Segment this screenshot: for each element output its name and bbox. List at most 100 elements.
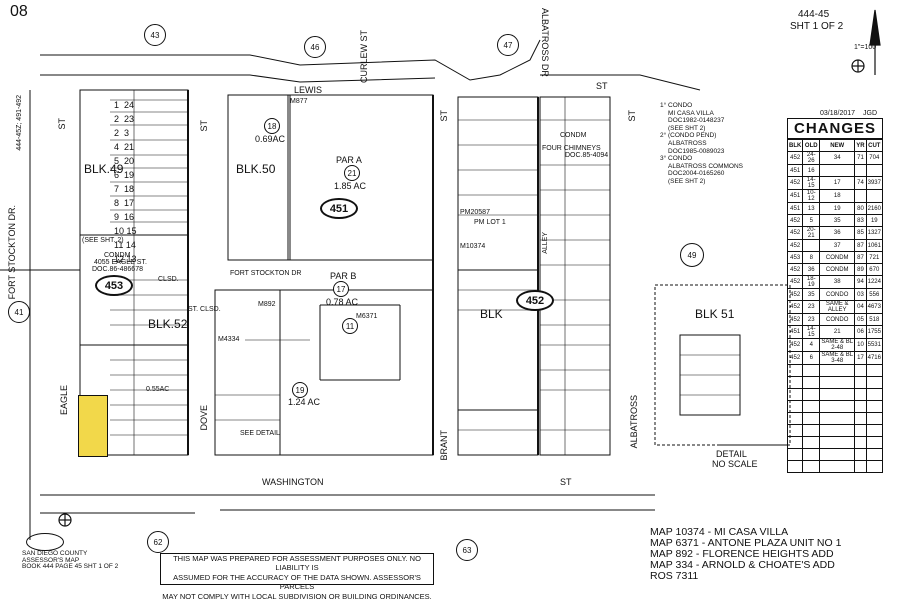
changes-cell xyxy=(819,424,856,437)
par-b-acreage: 0.78 AC xyxy=(326,297,359,307)
block-blk: BLK xyxy=(480,307,503,321)
changes-cell: 16 xyxy=(802,164,821,177)
legend-line: MAP 334 - ARNOLD & CHOATE'S ADD xyxy=(650,559,835,571)
changes-cell xyxy=(786,448,804,461)
footnote-line: 2° (CONDO PEND) xyxy=(660,132,717,140)
changes-cell: CONDO xyxy=(819,288,856,301)
changes-cell: 4716 xyxy=(865,351,884,365)
changes-cell: 452 xyxy=(786,275,804,289)
parcel-21[interactable]: 21 xyxy=(344,165,360,181)
map-number: 08 xyxy=(10,3,28,20)
page-circle-43[interactable]: 43 xyxy=(144,24,166,46)
changes-cell xyxy=(865,460,884,473)
changes-blank-row xyxy=(786,388,884,401)
block-oval-453[interactable]: 453 xyxy=(95,275,133,296)
street-st-clsd: ST. CLSD. xyxy=(188,306,221,313)
changes-cell: 71 xyxy=(854,151,867,165)
changes-cell: 452 xyxy=(786,288,804,301)
footnote-line: 3° CONDO xyxy=(660,155,693,163)
changes-cell xyxy=(786,460,804,473)
changes-cell xyxy=(865,436,884,449)
pm-lot-label: PM LOT 1 xyxy=(474,219,506,226)
changes-cell xyxy=(802,424,821,437)
p11-acreage: 0.55AC xyxy=(146,386,170,393)
changes-cell: 35 xyxy=(819,214,856,227)
changes-cell: 38 xyxy=(819,275,856,289)
parcel-18[interactable]: 18 xyxy=(264,118,280,134)
changes-cell: 87 xyxy=(854,239,867,252)
changes-cell: 8 xyxy=(802,251,821,264)
changes-cell: 17 xyxy=(819,176,856,190)
doc-453-label: DOC.86-486678 xyxy=(92,266,143,273)
assessor-line3: BOOK 444 PAGE 45 SHT 1 OF 2 xyxy=(22,563,119,570)
changes-cell xyxy=(854,424,867,437)
changes-cell xyxy=(786,400,804,413)
changes-cell: 452 xyxy=(786,176,804,190)
changes-cell: 03 xyxy=(854,288,867,301)
legend-line: MAP 6371 - ANTONE PLAZA UNIT NO 1 xyxy=(650,537,842,549)
page-circle-63[interactable]: 63 xyxy=(456,539,478,561)
changes-cell: 19 xyxy=(865,214,884,227)
changes-cell xyxy=(854,376,867,389)
disclaimer-box: THIS MAP WAS PREPARED FOR ASSESSMENT PUR… xyxy=(160,553,434,601)
street-fort-stockton: FORT STOCKTON DR. xyxy=(7,205,17,300)
changes-cell xyxy=(865,424,884,437)
footnote-line: DOC1982-0148237 xyxy=(668,117,725,125)
changes-cell: 6 xyxy=(802,351,821,365)
page-circle-46[interactable]: 46 xyxy=(304,36,326,58)
map-linework xyxy=(0,9,881,540)
detail-label: DETAIL xyxy=(716,449,747,459)
block-49: BLK.49 xyxy=(84,162,124,176)
changes-cell xyxy=(819,448,856,461)
par-a-label: PAR A xyxy=(336,155,362,165)
county-seal-icon xyxy=(26,533,64,551)
pm20587-label: PM20587 xyxy=(460,209,490,216)
highlighted-parcel[interactable] xyxy=(78,395,108,457)
changes-cell xyxy=(819,388,856,401)
changes-cell xyxy=(865,164,884,177)
page-circle-47[interactable]: 47 xyxy=(497,34,519,56)
street-st-bottom: ST xyxy=(560,477,572,487)
parcel-19[interactable]: 19 xyxy=(292,382,308,398)
block-oval-452[interactable]: 452 xyxy=(516,290,554,311)
changes-blank-row xyxy=(786,376,884,389)
changes-header: NEW xyxy=(819,139,856,152)
page-circle-62[interactable]: 62 xyxy=(147,531,169,553)
parcel-11[interactable]: 11 xyxy=(342,318,358,334)
sheet-label: SHT 1 OF 2 xyxy=(790,21,844,32)
changes-cell: CONDM xyxy=(819,263,856,276)
footnote-line: (SEE SHT 2) xyxy=(668,124,706,132)
page-circle-41[interactable]: 41 xyxy=(8,301,30,323)
changes-cell: 85 xyxy=(854,226,867,240)
changes-cell: 18 xyxy=(819,189,856,203)
doc-fc-label: DOC.85-4094 xyxy=(565,152,609,159)
changes-cell xyxy=(865,189,884,203)
page-circle-49[interactable]: 49 xyxy=(680,243,704,267)
changes-cell: 89 xyxy=(854,263,867,276)
assessor-line1: SAN DIEGO COUNTY xyxy=(22,550,88,557)
street-eagle: EAGLE xyxy=(59,385,69,416)
parcel-17[interactable]: 17 xyxy=(333,281,349,297)
footnote-line: MI CASA VILLA xyxy=(668,109,714,117)
street-washington: WASHINGTON xyxy=(262,477,324,487)
changes-cell xyxy=(802,364,821,377)
footnote-line: ALBATROSS xyxy=(668,139,707,147)
changes-cell: 721 xyxy=(865,251,884,264)
legend-line: MAP 892 - FLORENCE HEIGHTS ADD xyxy=(650,548,834,560)
block-oval-451[interactable]: 451 xyxy=(320,198,358,219)
changes-cell xyxy=(786,424,804,437)
changes-blank-row xyxy=(786,364,884,377)
four-chimneys-label: FOUR CHIMNEYS xyxy=(542,145,601,152)
changes-cell: 4 xyxy=(802,338,821,352)
changes-cell: 05 xyxy=(854,313,867,326)
changes-cell: 518 xyxy=(865,313,884,326)
